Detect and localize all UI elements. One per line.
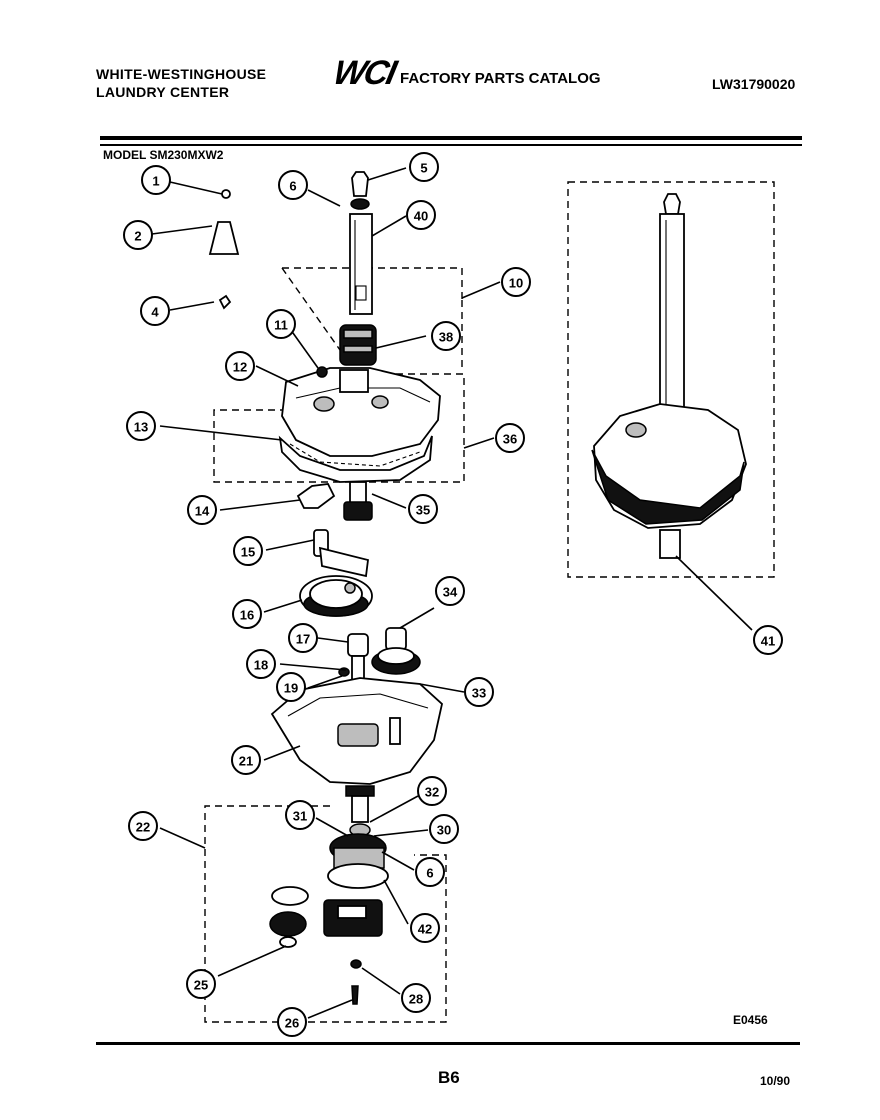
gearcase-21: [270, 677, 443, 785]
svg-text:28: 28: [409, 992, 423, 1007]
brand-name-line2: LAUNDRY CENTER: [96, 84, 230, 100]
callout-38: 38: [431, 321, 461, 351]
drawing-code: E0456: [733, 1013, 768, 1027]
callout-25: 25: [186, 969, 216, 999]
svg-text:41: 41: [761, 634, 775, 649]
header-rule-thin: [100, 144, 802, 146]
svg-text:11: 11: [274, 318, 288, 333]
svg-text:16: 16: [240, 608, 254, 623]
callout-40: 40: [406, 200, 436, 230]
gear-34: [371, 627, 421, 675]
model-label: MODEL SM230MXW2: [103, 148, 224, 162]
callout-5: 5: [409, 152, 439, 182]
svg-text:6: 6: [289, 179, 296, 194]
bearing-42: [323, 899, 383, 937]
callout-26: 26: [277, 1007, 307, 1037]
footer-rule: [96, 1042, 800, 1045]
callout-6a: 6: [278, 170, 308, 200]
drive-shaft-32: [345, 785, 375, 837]
svg-text:1: 1: [152, 174, 159, 189]
clutch-30: [327, 833, 389, 889]
gasket-13: [278, 435, 433, 483]
svg-text:6: 6: [426, 866, 433, 881]
page-date: 10/90: [760, 1074, 791, 1088]
callout-10: 10: [501, 267, 531, 297]
callout-21: 21: [231, 745, 261, 775]
callout-14: 14: [187, 495, 217, 525]
gear-16: [299, 575, 373, 617]
callout-28: 28: [401, 983, 431, 1013]
svg-text:12: 12: [233, 360, 247, 375]
callout-36: 36: [495, 423, 525, 453]
svg-text:26: 26: [285, 1016, 299, 1031]
header-rule-thick: [100, 136, 802, 140]
callout-32: 32: [417, 776, 447, 806]
svg-text:21: 21: [239, 754, 253, 769]
svg-text:30: 30: [437, 823, 451, 838]
screw-26: [351, 985, 359, 1005]
callout-30: 30: [429, 814, 459, 844]
callout-31: 31: [285, 800, 315, 830]
callout-42: 42: [410, 913, 440, 943]
group-22-box: [204, 805, 447, 1023]
svg-text:40: 40: [414, 209, 428, 224]
callout-19: 19: [276, 672, 306, 702]
crank-15: [313, 529, 369, 578]
svg-text:14: 14: [195, 504, 210, 519]
svg-text:19: 19: [284, 681, 298, 696]
assembled-transmission: [591, 193, 747, 559]
callout-16: 16: [232, 599, 262, 629]
callout-34: 34: [435, 576, 465, 606]
seal-38: [339, 324, 377, 366]
svg-text:36: 36: [503, 432, 517, 447]
brand-name-line1: WHITE-WESTINGHOUSE: [96, 66, 267, 82]
small-parts-left: [208, 189, 240, 310]
svg-text:38: 38: [439, 330, 453, 345]
washer-25: [269, 886, 309, 948]
catalog-number: LW31790020: [712, 76, 796, 92]
svg-text:2: 2: [134, 229, 141, 244]
svg-text:35: 35: [416, 503, 430, 518]
callout-15: 15: [233, 536, 263, 566]
callout-12: 12: [225, 351, 255, 381]
svg-text:15: 15: [241, 545, 255, 560]
callout-35: 35: [408, 494, 438, 524]
callout-33: 33: [464, 677, 494, 707]
svg-text:32: 32: [425, 785, 439, 800]
callout-17: 17: [288, 623, 318, 653]
callout-4: 4: [140, 296, 170, 326]
svg-text:17: 17: [296, 632, 310, 647]
svg-text:33: 33: [472, 686, 486, 701]
part-14: [296, 483, 336, 509]
gearcase-cover: [281, 366, 441, 457]
agitator-shaft: [349, 171, 373, 315]
pinion-35: [343, 481, 373, 521]
callout-18: 18: [246, 649, 276, 679]
svg-text:18: 18: [254, 658, 268, 673]
group-41-box: [567, 181, 775, 578]
svg-text:25: 25: [194, 978, 208, 993]
part-28: [350, 959, 362, 969]
callout-2: 2: [123, 220, 153, 250]
callout-11: 11: [266, 309, 296, 339]
svg-text:4: 4: [151, 305, 159, 320]
catalog-title: FACTORY PARTS CATALOG: [400, 70, 601, 87]
page-number: B6: [438, 1068, 460, 1087]
group-10-box: [282, 267, 463, 300]
svg-text:5: 5: [420, 161, 427, 176]
svg-text:13: 13: [134, 420, 148, 435]
callout-6b: 6: [415, 857, 445, 887]
svg-text:34: 34: [443, 585, 458, 600]
callout-41: 41: [753, 625, 783, 655]
svg-text:22: 22: [136, 820, 150, 835]
callout-1: 1: [141, 165, 171, 195]
svg-text:31: 31: [293, 809, 307, 824]
callout-22: 22: [128, 811, 158, 841]
svg-text:42: 42: [418, 922, 432, 937]
callout-13: 13: [126, 411, 156, 441]
svg-text:10: 10: [509, 276, 523, 291]
